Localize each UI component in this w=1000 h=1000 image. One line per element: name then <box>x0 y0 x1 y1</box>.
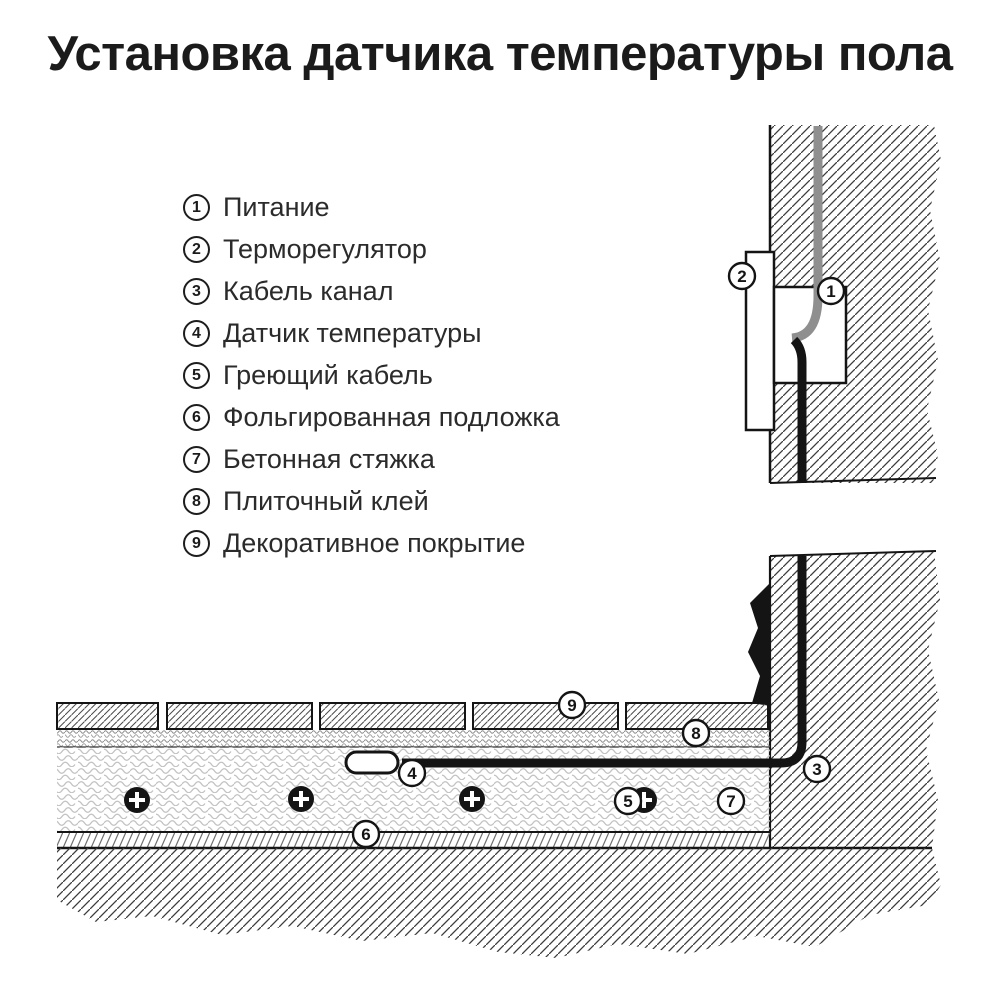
callout-number: 3 <box>812 760 821 779</box>
callout-3-cable-channel: 3 <box>802 754 832 784</box>
legend-number-badge: 5 <box>183 362 210 389</box>
callout-number: 8 <box>691 724 700 743</box>
legend-item-7: 7 Бетонная стяжка <box>183 444 560 474</box>
heating-cable-circle <box>288 786 314 812</box>
legend-item-9: 9 Декоративное покрытие <box>183 528 560 558</box>
legend-number-badge: 9 <box>183 530 210 557</box>
legend-number-badge: 3 <box>183 278 210 305</box>
page-title: Установка датчика температуры пола <box>47 27 953 81</box>
tile <box>319 702 466 730</box>
wall-floor-corner-gap <box>748 583 770 706</box>
callout-9-decorative: 9 <box>557 690 587 720</box>
callout-7-screed: 7 <box>716 786 746 816</box>
wall-lower-hatch <box>770 551 940 848</box>
legend-label: Плиточный клей <box>223 486 429 516</box>
callout-circle <box>557 690 587 720</box>
callout-number: 7 <box>726 792 735 811</box>
legend-number-badge: 1 <box>183 194 210 221</box>
tile <box>625 702 769 730</box>
callout-circle <box>727 261 757 291</box>
decorative-tile-layer <box>56 702 769 730</box>
callout-circle <box>397 758 427 788</box>
legend-label: Бетонная стяжка <box>223 444 435 474</box>
callout-5-heating-cable: 5 <box>613 786 643 816</box>
heating-cable-circle <box>459 786 485 812</box>
callout-4-sensor: 4 <box>397 758 427 788</box>
sensor-cable-upper <box>790 336 807 483</box>
tile <box>56 702 159 730</box>
legend-item-1: 1 Питание <box>183 192 560 222</box>
temperature-sensor <box>344 750 400 775</box>
tile-adhesive-layer <box>57 729 770 748</box>
callout-number: 4 <box>407 764 417 783</box>
legend-label: Кабель канал <box>223 276 394 306</box>
callout-8-adhesive: 8 <box>681 718 711 748</box>
legend-item-2: 2 Терморегулятор <box>183 234 560 264</box>
legend-number-badge: 7 <box>183 446 210 473</box>
callout-number: 5 <box>623 792 632 811</box>
legend-label: Датчик температуры <box>223 318 482 348</box>
legend-label: Греющий кабель <box>223 360 433 390</box>
callout-circle <box>613 786 643 816</box>
callouts: 1 2 3 4 5 6 7 <box>351 261 846 849</box>
legend-label: Питание <box>223 192 330 222</box>
callout-1-power: 1 <box>816 276 846 306</box>
legend-item-4: 4 Датчик температуры <box>183 318 560 348</box>
callout-number: 1 <box>826 282 835 301</box>
legend-number-badge: 4 <box>183 320 210 347</box>
adhesive-texture <box>57 729 770 747</box>
callout-circle <box>351 819 381 849</box>
legend-item-6: 6 Фольгированная подложка <box>183 402 560 432</box>
foil-texture <box>57 832 770 848</box>
tile <box>166 702 313 730</box>
heating-cable-circle <box>124 787 150 813</box>
callout-circle <box>681 718 711 748</box>
callout-2-thermostat: 2 <box>727 261 757 291</box>
legend-number-badge: 8 <box>183 488 210 515</box>
legend-label: Терморегулятор <box>223 234 427 264</box>
callout-number: 6 <box>361 825 370 844</box>
wall-upper-hatch <box>770 125 941 483</box>
callout-number: 9 <box>567 696 576 715</box>
legend: 1 Питание 2 Терморегулятор 3 Кабель кана… <box>183 192 560 558</box>
tile <box>472 702 619 730</box>
break-edge-lower <box>769 550 937 557</box>
legend-number-badge: 6 <box>183 404 210 431</box>
callout-circle <box>716 786 746 816</box>
legend-number-badge: 2 <box>183 236 210 263</box>
legend-item-3: 3 Кабель канал <box>183 276 560 306</box>
legend-label: Декоративное покрытие <box>223 528 526 558</box>
callout-6-foil: 6 <box>351 819 381 849</box>
callout-number: 2 <box>737 267 746 286</box>
sensor-cable-lower <box>402 556 807 768</box>
wall-lower-section <box>748 550 940 848</box>
callout-circle <box>802 754 832 784</box>
legend-item-8: 8 Плиточный клей <box>183 486 560 516</box>
callout-circle <box>816 276 846 306</box>
legend-item-5: 5 Греющий кабель <box>183 360 560 390</box>
legend-label: Фольгированная подложка <box>223 402 560 432</box>
base-slab <box>57 848 941 958</box>
floor-layers <box>56 702 941 958</box>
